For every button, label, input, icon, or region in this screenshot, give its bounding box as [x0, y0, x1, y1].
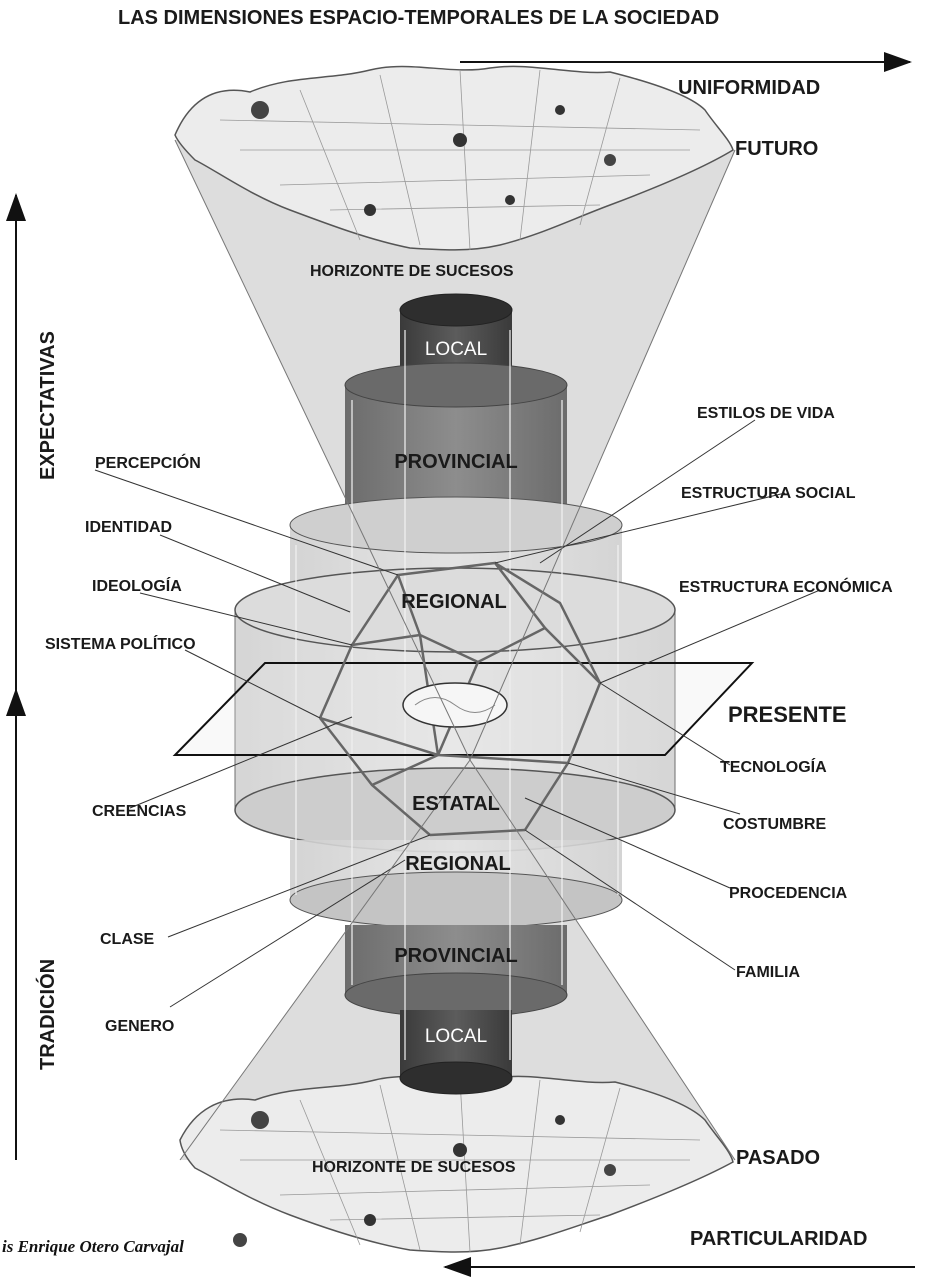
horizonte-bottom-label: HORIZONTE DE SUCESOS	[312, 1159, 516, 1176]
estructura-social-label: ESTRUCTURA SOCIAL	[681, 485, 856, 502]
horizonte-top-label: HORIZONTE DE SUCESOS	[310, 263, 514, 280]
identidad-label: IDENTIDAD	[85, 519, 172, 536]
author-credit: is Enrique Otero Carvajal	[2, 1237, 184, 1256]
cylinder-provincial-bottom	[344, 925, 568, 1018]
arrows	[5, 52, 915, 1277]
sistema-politico-label: SISTEMA POLÍTICO	[45, 634, 196, 653]
cylinder-regional-bottom	[289, 840, 623, 929]
presente-label: PRESENTE	[728, 702, 847, 727]
provincial-top-label: PROVINCIAL	[394, 451, 517, 473]
familia-label: FAMILIA	[736, 964, 800, 981]
futuro-label: FUTURO	[735, 138, 818, 160]
local-top-label: LOCAL	[425, 339, 487, 360]
uniformidad-label: UNIFORMIDAD	[678, 77, 820, 99]
regional-bottom-label: REGIONAL	[405, 853, 511, 875]
genero-label: GENERO	[105, 1018, 174, 1035]
procedencia-label: PROCEDENCIA	[729, 885, 848, 902]
center-disk	[402, 682, 508, 728]
diagram-title: LAS DIMENSIONES ESPACIO-TEMPORALES DE LA…	[118, 7, 719, 29]
cylinder-estatal	[234, 567, 676, 853]
cylinder-local-top	[399, 293, 513, 405]
clase-label: CLASE	[100, 931, 155, 948]
cylinder-local-bottom	[399, 1010, 513, 1095]
provincial-bottom-label: PROVINCIAL	[394, 945, 517, 967]
top-terrain-surface	[174, 65, 734, 251]
leader-lines	[94, 419, 821, 1008]
creencias-label: CREENCIAS	[92, 803, 187, 820]
costumbre-label: COSTUMBRE	[723, 816, 826, 833]
tradicion-label: TRADICIÓN	[35, 959, 59, 1070]
bottom-terrain-surface	[179, 1075, 734, 1253]
estatal-label: ESTATAL	[412, 793, 500, 815]
local-bottom-label: LOCAL	[425, 1026, 487, 1047]
estructura-economica-label: ESTRUCTURA ECONÓMICA	[679, 577, 893, 596]
tecnologia-label: TECNOLOGÍA	[720, 757, 827, 776]
pasado-label: PASADO	[736, 1147, 820, 1169]
estilos-de-vida-label: ESTILOS DE VIDA	[697, 405, 835, 422]
vertical-guides	[295, 330, 619, 1060]
ideologia-label: IDEOLOGÍA	[92, 576, 182, 595]
percepcion-label: PERCEPCIÓN	[95, 453, 201, 472]
particularidad-label: PARTICULARIDAD	[690, 1228, 867, 1250]
expectativas-label: EXPECTATIVAS	[37, 331, 59, 480]
cone-edges	[174, 139, 736, 1161]
regional-top-label: REGIONAL	[401, 591, 507, 613]
